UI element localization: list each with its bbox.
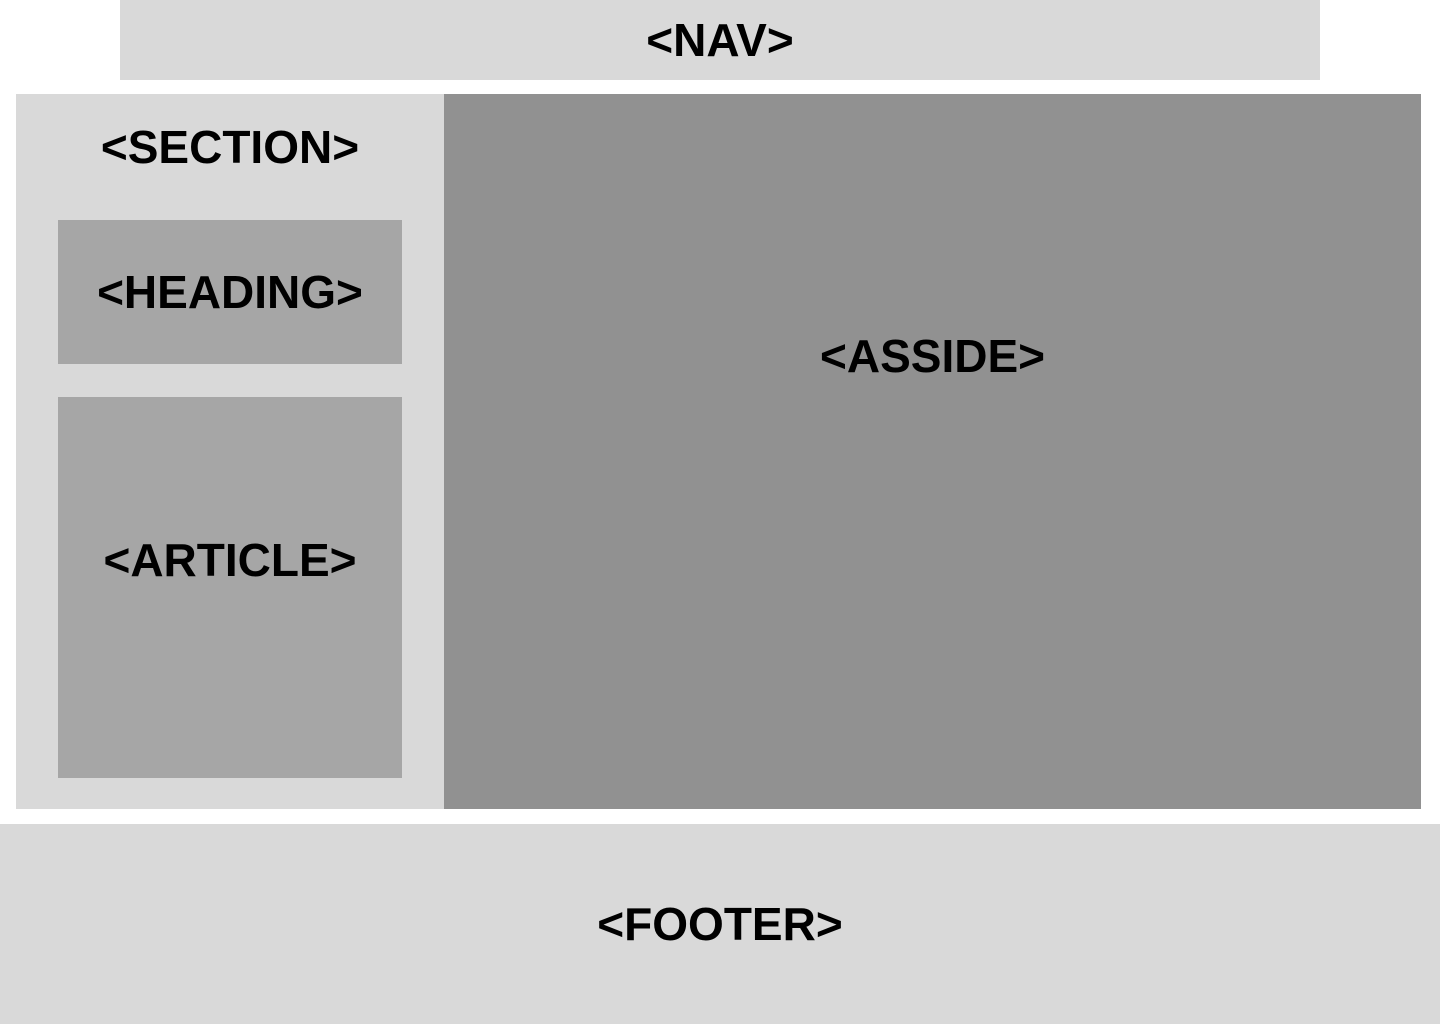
heading-label: <HEADING> — [97, 266, 363, 318]
section-label: <SECTION> — [100, 121, 360, 173]
aside-block: <ASSIDE> — [444, 94, 1421, 809]
nav-label: <NAV> — [646, 14, 794, 66]
nav-block: <NAV> — [120, 0, 1320, 80]
footer-block: <FOOTER> — [0, 824, 1440, 1024]
heading-block: <HEADING> — [58, 220, 402, 364]
article-block: <ARTICLE> — [58, 397, 402, 778]
article-label: <ARTICLE> — [103, 534, 357, 586]
aside-label: <ASSIDE> — [820, 329, 1045, 382]
footer-label: <FOOTER> — [597, 898, 843, 950]
